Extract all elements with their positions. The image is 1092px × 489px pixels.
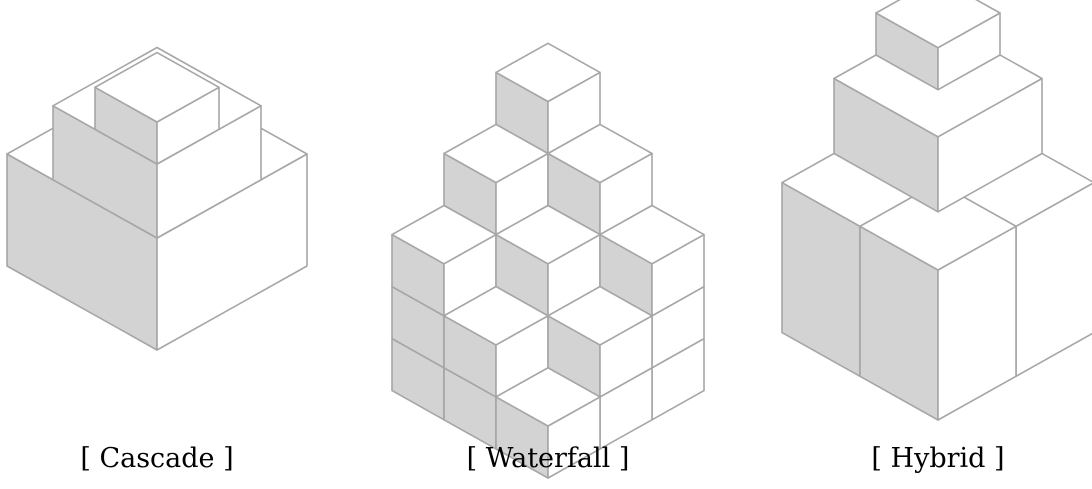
hybrid-top-cube-top-face (875, 0, 1001, 49)
hybrid-panel (781, 0, 1092, 421)
waterfall-cube-5-2-top-face (599, 204, 705, 265)
hybrid-caption: [ Hybrid ] (871, 443, 1004, 474)
waterfall-cube-7-1-top-face (547, 285, 653, 346)
cascade-caption: [ Cascade ] (80, 443, 233, 474)
cascade-panel (6, 46, 308, 351)
waterfall-cube-4-2-top-face (495, 204, 601, 265)
waterfall-cube-8-0-top-face (495, 366, 601, 427)
waterfall-caption: [ Waterfall ] (467, 443, 630, 474)
waterfall-cube-2-3-top-face (547, 123, 653, 184)
waterfall-cube-1-3-top-face (443, 123, 549, 184)
waterfall-cube-0-4-top-face (495, 42, 601, 103)
cascade-top-top-face (94, 51, 220, 123)
waterfall-panel (391, 42, 705, 479)
waterfall-cube-3-2-top-face (391, 204, 497, 265)
waterfall-cube-6-1-top-face (443, 285, 549, 346)
